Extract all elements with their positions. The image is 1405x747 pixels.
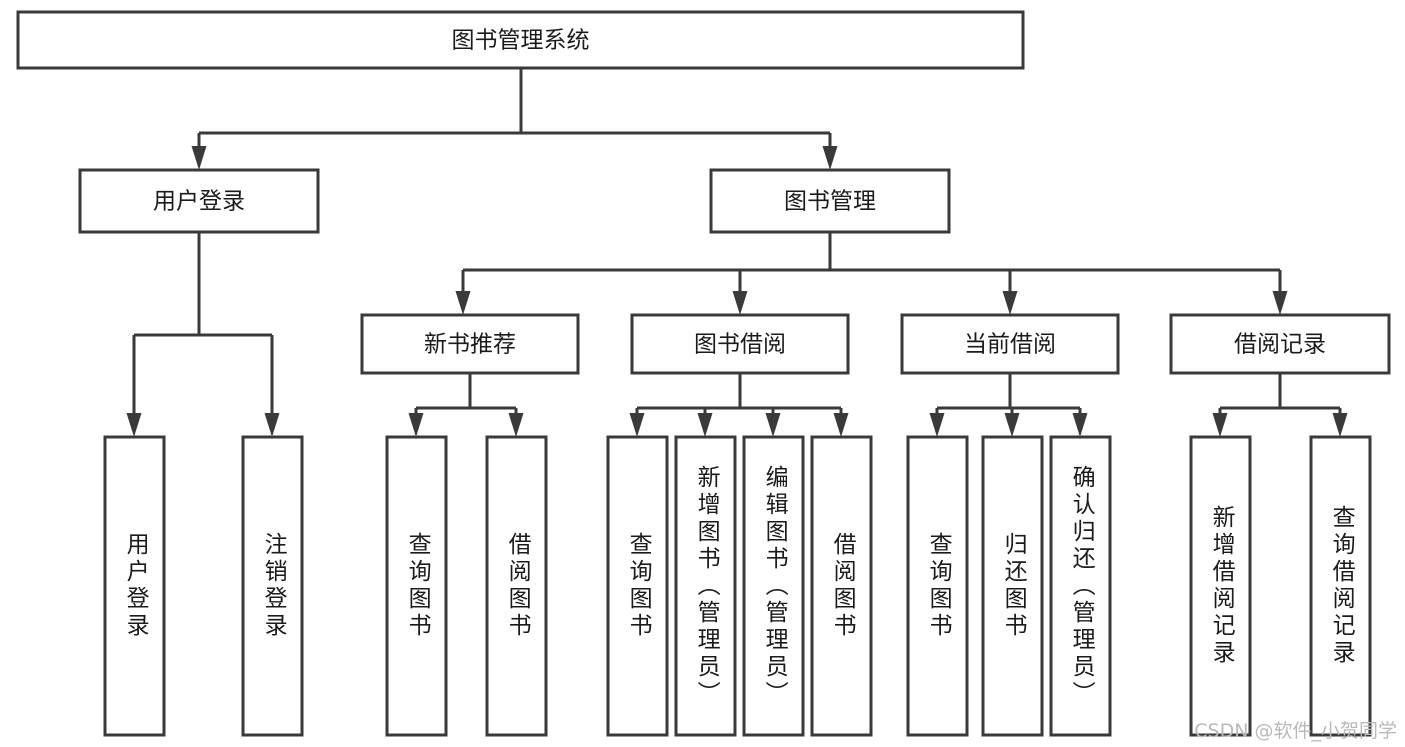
borrow-record-box[interactable]: [1169, 313, 1391, 375]
watermark-text: CSDN @软件_小贺同学: [1194, 720, 1397, 742]
leaf-arrow-0-head: [408, 413, 424, 437]
leaf-add-borrow-record-box[interactable]: [1189, 435, 1252, 737]
node-box-layer: [16, 10, 1391, 737]
leaf-query-borrow-record-box[interactable]: [1309, 435, 1372, 737]
leaf-arrow-2-head: [629, 413, 645, 437]
leaf-edit-book-box[interactable]: [742, 435, 805, 737]
leaf-query-book-borrow-box[interactable]: [606, 435, 669, 737]
book-borrow-box[interactable]: [630, 313, 850, 375]
leaf-arrow-6-head: [929, 413, 945, 437]
root-node-box[interactable]: [16, 10, 1025, 70]
leaf-add-book-box[interactable]: [674, 435, 737, 737]
level2-arrow-1-head: [732, 291, 748, 315]
leaf-borrow-book-rec-box[interactable]: [485, 435, 548, 737]
leaf-query-book-rec-box[interactable]: [385, 435, 448, 737]
leaf-arrow-5-head: [833, 413, 849, 437]
leaf-arrow-10-head: [1332, 413, 1348, 437]
book-manage-box[interactable]: [709, 168, 951, 234]
leaf-user-logout-box[interactable]: [241, 435, 304, 737]
leaf-return-book-box[interactable]: [981, 435, 1044, 737]
leaf-arrow-3-head: [697, 413, 713, 437]
leaf-query-book-current-box[interactable]: [906, 435, 969, 737]
new-book-recommend-box[interactable]: [360, 313, 580, 375]
borrow-record-label: 借阅记录: [1234, 332, 1326, 358]
user-login-label: 用户登录: [153, 189, 245, 215]
book-manage-label: 图书管理: [784, 189, 876, 215]
level2-arrow-2-head: [1002, 291, 1018, 315]
user-login-leaf-arrow-1-head: [264, 413, 280, 437]
level1-arrow-1-head: [822, 146, 838, 170]
book-borrow-label: 图书借阅: [694, 332, 786, 358]
leaf-arrow-4-head: [765, 413, 781, 437]
leaf-arrow-9-head: [1212, 413, 1228, 437]
current-borrow-label: 当前借阅: [964, 332, 1056, 358]
current-borrow-box[interactable]: [900, 313, 1120, 375]
leaf-confirm-return-box[interactable]: [1049, 435, 1112, 737]
leaf-arrow-1-head: [508, 413, 524, 437]
leaf-user-login-box[interactable]: [103, 435, 166, 737]
level2-arrow-3-head: [1272, 291, 1288, 315]
new-book-recommend-label: 新书推荐: [424, 332, 516, 358]
connector-layer: [126, 68, 1348, 437]
level2-arrow-0-head: [455, 291, 471, 315]
root-node-label: 图书管理系统: [452, 28, 590, 54]
level1-arrow-0-head: [191, 146, 207, 170]
user-login-box[interactable]: [78, 168, 320, 234]
leaf-borrow-book-box[interactable]: [810, 435, 873, 737]
user-login-leaf-arrow-0-head: [126, 413, 142, 437]
leaf-arrow-7-head: [1004, 413, 1020, 437]
leaf-arrow-8-head: [1072, 413, 1088, 437]
